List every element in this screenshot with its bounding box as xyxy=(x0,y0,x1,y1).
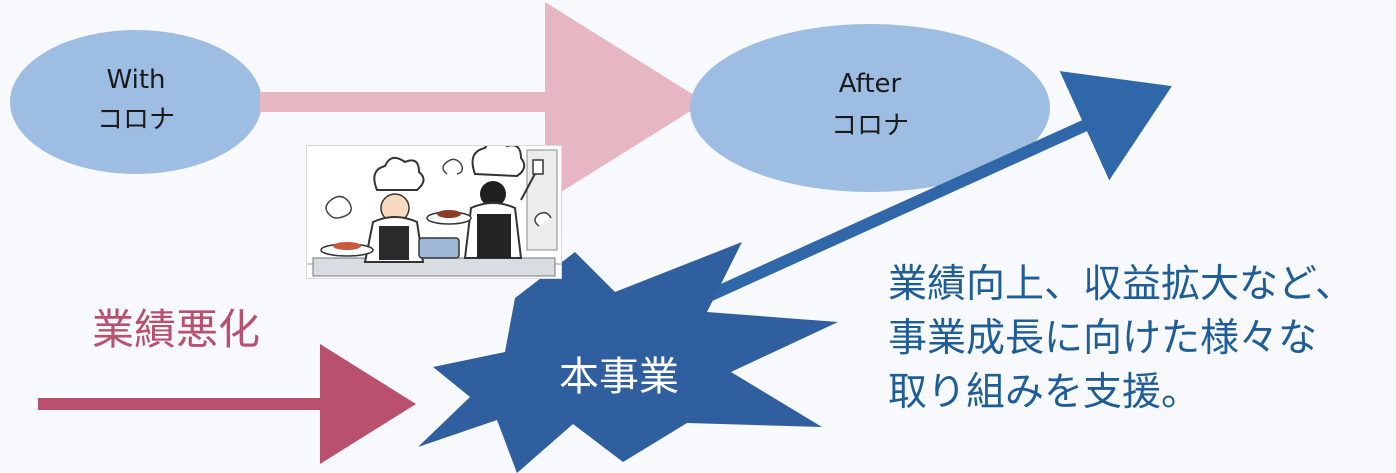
after-corona-line2: コロナ xyxy=(831,111,909,141)
support-text-line-1: 業績向上、収益拡大など、 xyxy=(888,262,1355,307)
performance-decline-label: 業績悪化 xyxy=(92,305,261,354)
support-description: 業績向上、収益拡大など、 事業成長に向けた様々な 取り組みを支援。 xyxy=(888,258,1388,420)
after-corona-line1: After xyxy=(839,69,902,99)
with-corona-line1: With xyxy=(106,65,165,95)
support-text-line-2: 事業成長に向けた様々な xyxy=(888,316,1318,361)
this-project-label: 本事業 xyxy=(559,354,679,400)
chefs-cooking-illustration xyxy=(306,145,562,279)
after-corona-node: After コロナ xyxy=(690,24,1050,192)
with-corona-line2: コロナ xyxy=(97,105,175,135)
growth-arrow xyxy=(697,71,1172,306)
this-project-starburst: 本事業 xyxy=(418,242,838,473)
with-corona-node: With コロナ xyxy=(10,30,262,174)
support-text-line-3: 取り組みを支援。 xyxy=(888,370,1201,415)
